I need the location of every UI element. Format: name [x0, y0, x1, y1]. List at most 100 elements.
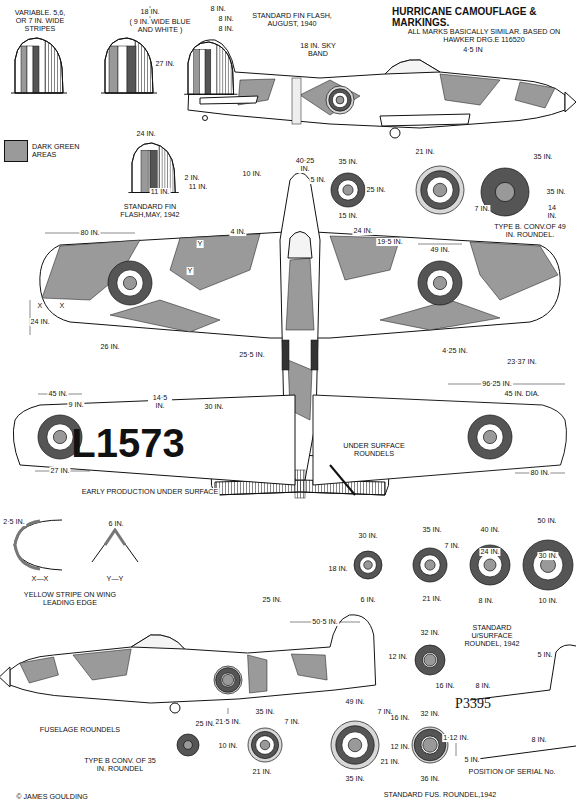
dimension-label: 4·5 IN — [462, 46, 484, 54]
roundel-ring — [478, 553, 502, 577]
roundel-ring — [123, 276, 136, 289]
dimension-label: 30 IN. — [537, 552, 558, 560]
roundel-ring — [336, 726, 374, 764]
dimension-label: UNDER SURFACE ROUNDELS — [338, 442, 410, 458]
roundel-ring — [533, 550, 563, 580]
stripe — [150, 150, 157, 192]
roundel-ring — [415, 645, 445, 675]
dimension-label: YELLOW STRIPE ON WING LEADING EDGE — [14, 591, 126, 607]
dimension-label: 10 IN. — [537, 597, 558, 605]
fuselage-line — [11, 93, 67, 94]
roundel-ring — [427, 270, 453, 296]
dimension-label: 2 IN. — [183, 174, 200, 182]
roundel-ring — [108, 261, 152, 305]
dimension-label: X — [37, 302, 44, 310]
spinner — [0, 667, 10, 687]
stripe — [118, 46, 127, 93]
dimension-label: 35 IN. — [532, 153, 553, 161]
canopy — [288, 232, 312, 259]
dimension-label: 35 IN. — [421, 526, 442, 534]
dimension-label: 14 IN. — [543, 204, 561, 220]
yellow-stripe — [15, 521, 40, 569]
roundel-ring — [495, 182, 514, 201]
dimension-label: 25 IN. — [261, 596, 282, 604]
stripe — [109, 46, 118, 93]
roundel-ring — [421, 171, 459, 209]
serial-number: L1573 — [70, 421, 185, 465]
canopy — [385, 60, 440, 74]
dimension-label: 21 IN. — [414, 148, 435, 156]
fin-outline — [105, 38, 153, 93]
tail-wheel — [203, 116, 208, 121]
dimension-label: 96·25 IN. — [481, 380, 513, 388]
dimension-label: 21 IN. — [251, 768, 272, 776]
dimension-label: 10 IN. — [241, 170, 262, 178]
fin-outline — [15, 38, 63, 93]
dimension-label: STANDARD FUS. ROUNDEL,1942 — [383, 791, 498, 799]
section-outline — [14, 520, 62, 570]
dimension-label: 40 IN. — [479, 526, 500, 534]
section-outline — [92, 530, 138, 562]
dimension-label: 32 IN. — [419, 710, 440, 718]
dimension-label: 12 IN. — [387, 653, 408, 661]
roundel-ring — [421, 736, 439, 754]
roundel-ring — [214, 666, 242, 694]
sky-band — [292, 78, 301, 124]
dimension-label: STANDARD FIN FLASH, AUGUST, 1940 — [251, 12, 333, 28]
roundel-ring — [248, 728, 282, 762]
roundel-ring — [360, 557, 377, 574]
dimension-label: 80 IN. — [529, 469, 550, 477]
stripe — [199, 50, 205, 95]
dimension-label: 15 IN. — [337, 212, 358, 220]
dimension-label: 35 IN. — [337, 158, 358, 166]
roundel-ring — [416, 166, 464, 214]
camouflage-area — [515, 82, 555, 108]
roundel-ring — [413, 548, 447, 582]
fuselage-outline — [188, 40, 565, 128]
walkway — [311, 340, 318, 370]
camouflage-area — [470, 242, 558, 300]
dimension-label: 23·37 IN. — [506, 358, 538, 366]
dimension-label: 25·5 IN. — [238, 351, 266, 359]
camouflage-area — [291, 654, 327, 680]
dimension-label: 8 IN. — [474, 682, 491, 690]
wing-root — [380, 114, 470, 126]
dimension-label: 9 IN. — [67, 401, 84, 409]
dimension-label: 25 IN. — [194, 720, 215, 728]
dimension-label: VARIABLE. 5,6, OR 7 IN. WIDE STRIPES — [8, 9, 72, 33]
dimension-label: 45 IN. DIA. — [503, 390, 540, 398]
dimension-label: 24 IN. — [352, 227, 373, 235]
stripe — [148, 150, 150, 192]
roundel-ring — [326, 86, 354, 114]
dimension-label: 27 IN. — [49, 467, 70, 475]
dimension-label: 12 IN. — [389, 743, 410, 751]
roundel-ring — [483, 430, 496, 443]
yellow-stripe — [105, 530, 125, 545]
dimension-label: 24 IN. — [479, 548, 500, 556]
wheel — [170, 703, 180, 713]
fin-outline — [132, 143, 175, 193]
dimension-label: 5 IN. — [463, 756, 480, 764]
dimension-label: 25 IN. — [365, 186, 386, 194]
roundel-ring — [47, 424, 73, 450]
roundel-ring — [260, 740, 270, 750]
spinner — [565, 92, 576, 112]
dimension-label: 8 IN. — [217, 25, 234, 33]
dimension-label: STANDARD U/SURFACE ROUNDEL, 1942 — [461, 624, 523, 648]
dimension-label: X — [59, 302, 66, 310]
stripe — [127, 46, 136, 93]
roundel-ring — [53, 430, 66, 443]
dimension-label: 30 IN. — [357, 532, 378, 540]
dimension-label: 49 IN. — [344, 698, 365, 706]
dimension-label: 2·5 IN. — [2, 518, 26, 526]
roundel-ring — [251, 731, 278, 758]
dimension-label: 50 IN. — [536, 517, 557, 525]
stripe — [21, 46, 27, 93]
dimension-label: 5 IN. — [536, 651, 553, 659]
stripe — [194, 50, 200, 95]
serial-number: P3395 — [454, 696, 492, 711]
dimension-label: 21 IN. — [379, 758, 400, 766]
dimension-label: EARLY PRODUCTION UNDER SURFACE — [81, 488, 220, 496]
dimension-label: 7 IN. — [283, 718, 300, 726]
